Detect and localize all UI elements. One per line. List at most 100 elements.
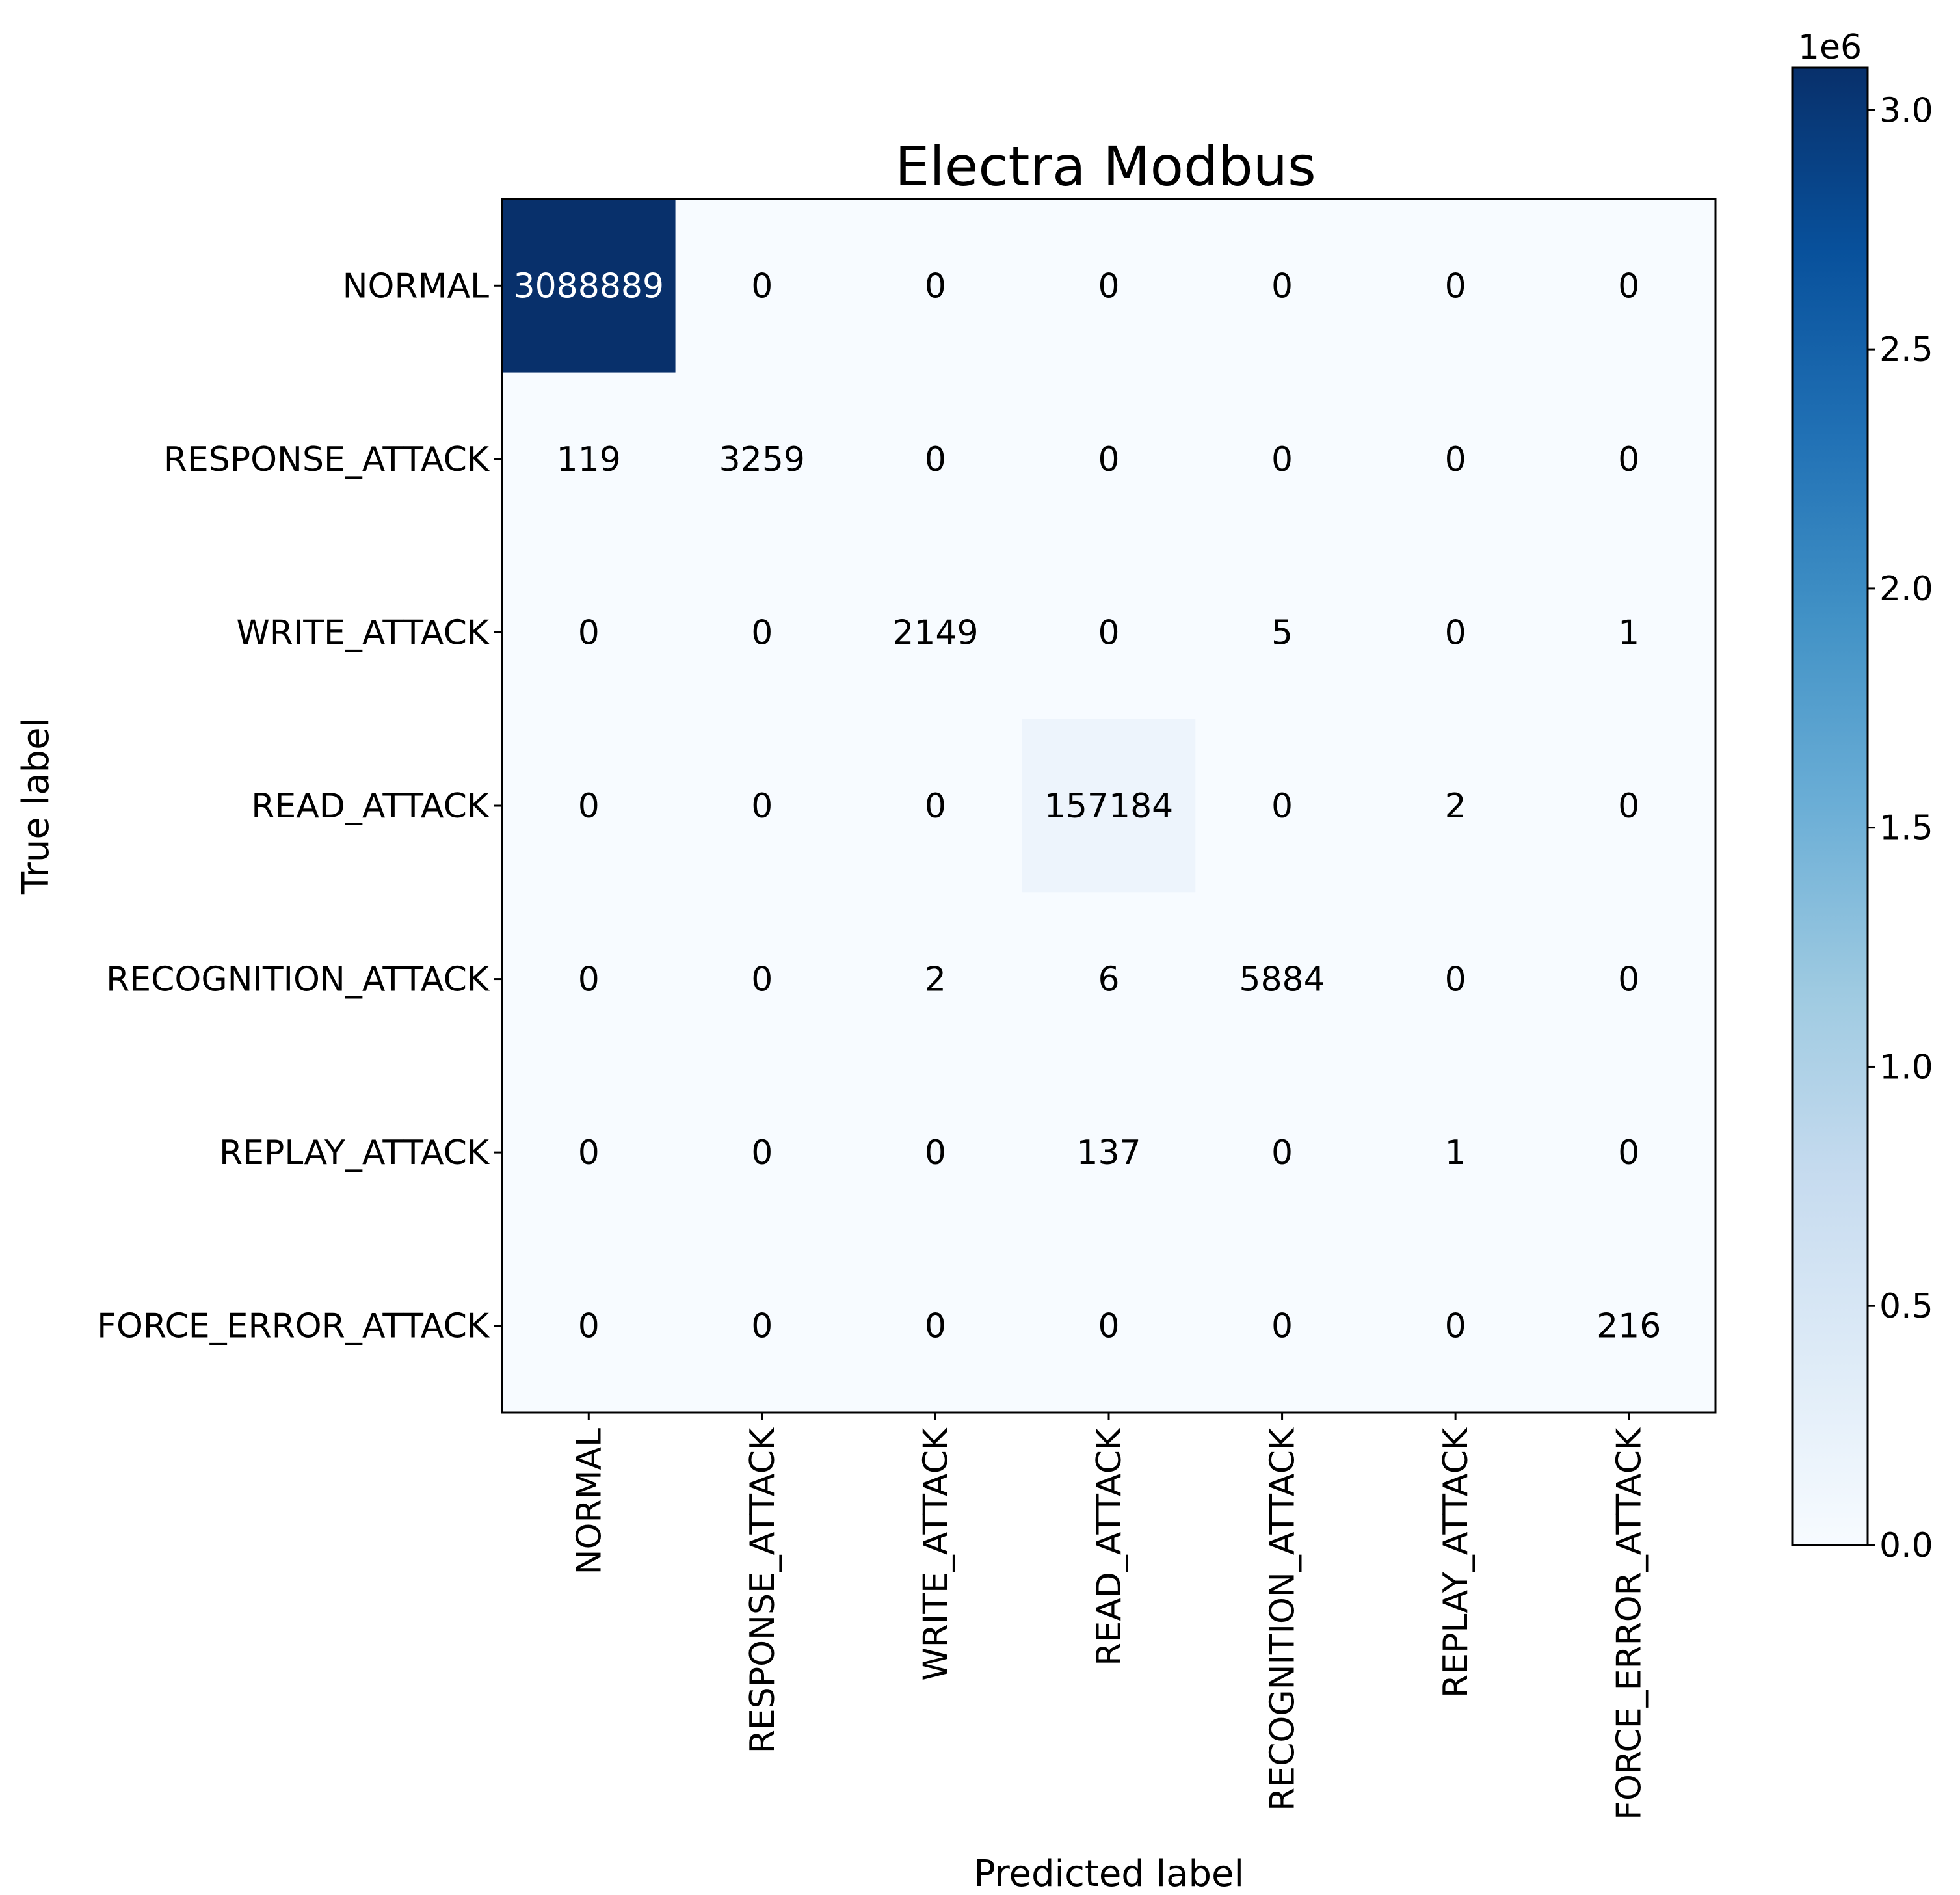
x-tick-label: FORCE_ERROR_ATTACK: [1610, 1427, 1649, 1820]
heatmap-cell: [675, 1065, 849, 1239]
heatmap-cell: [675, 892, 849, 1067]
y-tick-label: RECOGNITION_ATTACK: [106, 961, 490, 1000]
cell-value-label: 0: [1445, 613, 1466, 652]
colorbar: [1791, 66, 1869, 1546]
cell-value-label: 0: [1445, 961, 1466, 1000]
heatmap-cell: [1542, 1065, 1716, 1239]
cell-value-label: 0: [1098, 267, 1119, 306]
heatmap-cell: [1022, 719, 1196, 893]
heatmap-cell: [849, 719, 1023, 893]
y-tick-label: REPLAY_ATTACK: [219, 1133, 490, 1173]
cell-value-label: 0: [1618, 267, 1639, 306]
cell-value-label: 1: [1618, 613, 1639, 652]
heatmap-cell: [1195, 1065, 1370, 1239]
heatmap-cell: [1542, 719, 1716, 893]
x-axis-label: Predicted label: [973, 1853, 1244, 1895]
cell-value-label: 0: [578, 961, 600, 1000]
cell-value-label: 3088889: [513, 267, 664, 306]
cell-value-label: 2: [925, 961, 946, 1000]
colorbar-tick-label: 2.0: [1879, 570, 1933, 609]
cell-value-label: 0: [925, 267, 946, 306]
heatmap-cell: [1195, 546, 1370, 720]
y-tick-label: WRITE_ATTACK: [236, 613, 490, 652]
x-tick-label: READ_ATTACK: [1090, 1427, 1129, 1666]
heatmap-cell: [502, 1065, 676, 1239]
heatmap-cell: [1368, 199, 1543, 373]
cell-value-label: 5: [1271, 613, 1293, 652]
heatmap-cells: [502, 199, 1716, 1413]
heatmap-cell: [502, 372, 676, 546]
heatmap-cell: [1542, 546, 1716, 720]
cell-value-label: 6: [1098, 961, 1119, 1000]
cell-value-label: 157184: [1044, 787, 1174, 826]
x-tick-label: REPLAY_ATTACK: [1437, 1427, 1476, 1698]
cell-value-label: 137: [1076, 1133, 1141, 1173]
cell-value-label: 216: [1596, 1307, 1661, 1346]
cell-value-label: 0: [925, 1307, 946, 1346]
colorbar-tick-label: 0.0: [1879, 1526, 1933, 1565]
heatmap-cell: [502, 546, 676, 720]
colorbar-ticks: 0.00.51.01.52.02.53.0: [1868, 91, 1933, 1565]
y-tick-label: READ_ATTACK: [251, 787, 490, 826]
heatmap-cell: [675, 719, 849, 893]
cell-value-label: 0: [751, 1133, 773, 1173]
heatmap-cell: [849, 546, 1023, 720]
chart-title: Electra Modbus: [895, 135, 1316, 198]
cell-value-label: 0: [578, 1133, 600, 1173]
heatmap-cell: [1195, 372, 1370, 546]
heatmap-cell: [502, 199, 676, 373]
cell-value-label: 5884: [1239, 961, 1325, 1000]
cell-value-label: 0: [751, 613, 773, 652]
colorbar-multiplier: 1e6: [1798, 28, 1862, 67]
heatmap-cell: [1195, 892, 1370, 1067]
cell-value-label: 119: [557, 440, 621, 479]
y-tick-label: NORMAL: [343, 267, 489, 306]
heatmap-cell: [1368, 892, 1543, 1067]
heatmap-cell: [502, 1239, 676, 1413]
colorbar-tick-label: 1.0: [1879, 1048, 1933, 1087]
cell-value-label: 0: [1271, 267, 1293, 306]
cell-value-label: 0: [751, 961, 773, 1000]
heatmap-cell: [1368, 546, 1543, 720]
heatmap-cell: [849, 892, 1023, 1067]
heatmap-cell: [1022, 546, 1196, 720]
cell-value-label: 0: [1445, 440, 1466, 479]
cell-value-label: 0: [1618, 961, 1639, 1000]
heatmap-cell: [1542, 1239, 1716, 1413]
cell-value-label: 0: [925, 1133, 946, 1173]
colorbar-tick-label: 2.5: [1879, 330, 1933, 369]
heatmap-cell: [1368, 1239, 1543, 1413]
heatmap-cell: [1542, 892, 1716, 1067]
heatmap-cell: [849, 372, 1023, 546]
x-tick-label: WRITE_ATTACK: [916, 1427, 955, 1681]
cell-value-label: 3259: [719, 440, 805, 479]
x-tick-label: RESPONSE_ATTACK: [743, 1427, 782, 1753]
heatmap-cell: [675, 1239, 849, 1413]
heatmap-cell: [675, 372, 849, 546]
heatmap-cell: [1368, 372, 1543, 546]
y-axis-ticks: NORMAL RESPONSE_ATTACK WRITE_ATTACK READ_AT…: [97, 267, 502, 1346]
cell-value-label: 0: [1271, 787, 1293, 826]
cell-value-label: 0: [1098, 613, 1119, 652]
cell-value-label: 0: [751, 1307, 773, 1346]
heatmap-cell: [1195, 719, 1370, 893]
heatmap-cell: [502, 892, 676, 1067]
heatmap-cell: [1368, 1065, 1543, 1239]
y-tick-label: RESPONSE_ATTACK: [164, 440, 490, 479]
heatmap-cell: [1368, 719, 1543, 893]
heatmap-cell: [1195, 199, 1370, 373]
cell-value-label: 0: [1618, 787, 1639, 826]
cell-value-label: 0: [1445, 1307, 1466, 1346]
cell-value-label: 0: [578, 787, 600, 826]
colorbar-tick-label: 3.0: [1879, 91, 1933, 130]
heatmap-cell: [1542, 372, 1716, 546]
cell-value-label: 0: [1445, 267, 1466, 306]
y-tick-label: FORCE_ERROR_ATTACK: [97, 1307, 490, 1346]
heatmap-cell: [1022, 372, 1196, 546]
heatmap-cell: [675, 199, 849, 373]
heatmap-cell: [675, 546, 849, 720]
heatmap-cell: [1022, 1065, 1196, 1239]
